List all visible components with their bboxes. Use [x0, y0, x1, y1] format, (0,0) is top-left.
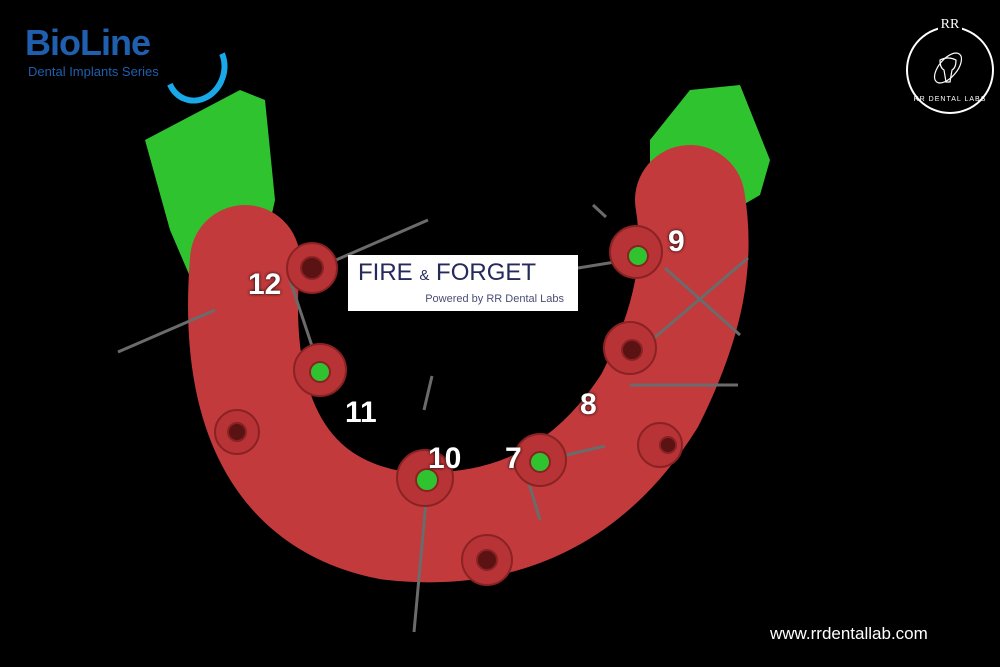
- implant-label-10: 10: [428, 442, 462, 475]
- implant-label-9: 9: [668, 225, 685, 258]
- website-url: www.rrdentallab.com: [770, 624, 928, 643]
- rr-dental-labs-logo: RR RR DENTAL LABS: [906, 17, 994, 114]
- ff-ampersand: &: [419, 267, 430, 284]
- implant-sleeves: [214, 225, 683, 586]
- rr-name: RR DENTAL LABS: [913, 96, 987, 103]
- ff-title-2: FORGET: [436, 259, 537, 286]
- implant-label-11: 11: [345, 396, 377, 429]
- implant-label-8: 8: [580, 388, 597, 421]
- bioline-logo-name: BioLine: [25, 22, 151, 63]
- ff-subtitle: Powered by RR Dental Labs: [425, 293, 564, 305]
- ff-title-1: FIRE: [358, 259, 413, 286]
- rr-initials: RR: [937, 17, 963, 32]
- implant-label-12: 12: [248, 268, 282, 301]
- implant-label-7: 7: [505, 442, 522, 475]
- tooth-implant-icon: [933, 52, 963, 84]
- bioline-logo: BioLine Dental Implants Series: [25, 22, 238, 113]
- fire-and-forget-banner: FIRE & FORGET Powered by RR Dental Labs: [348, 255, 578, 311]
- bioline-logo-subtitle: Dental Implants Series: [28, 64, 159, 79]
